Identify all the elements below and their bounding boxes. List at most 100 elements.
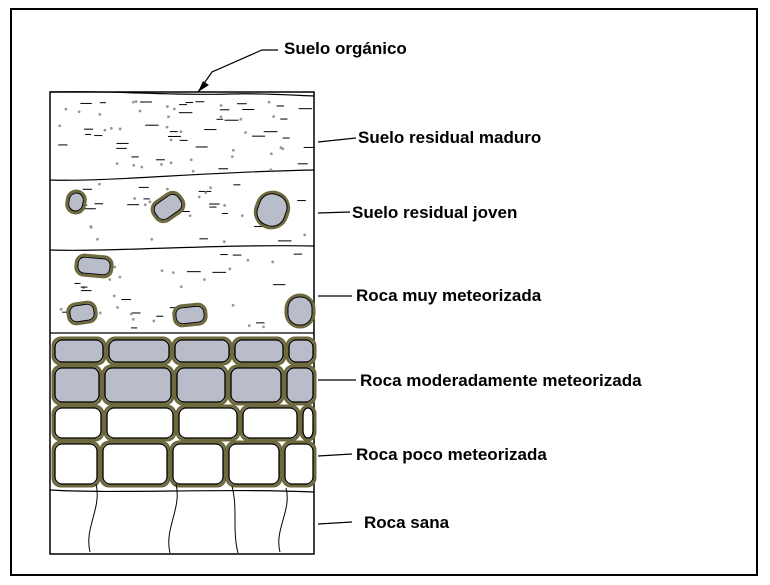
leader-suelo-residual-maduro (317, 137, 357, 143)
rock-crack (168, 483, 178, 554)
soil-speck (246, 258, 250, 262)
rock-block-rim (51, 336, 107, 366)
soil-speck (262, 325, 265, 329)
rock-block-rim (231, 336, 287, 366)
label-roca-muy-meteorizada: Roca muy meteorizada (356, 286, 542, 305)
rock-block (242, 407, 298, 439)
soil-speck (179, 285, 183, 289)
soil-speck (140, 165, 144, 169)
soil-speck (118, 127, 122, 131)
soil-speck (219, 104, 223, 107)
label-suelo-residual-maduro: Suelo residual maduro (358, 128, 542, 147)
stone-fragment (65, 189, 87, 215)
boundary-young-very-weathered (49, 245, 315, 251)
organic-soil-top-line (49, 90, 315, 97)
rock-crack (231, 485, 239, 554)
soil-speck (160, 269, 164, 273)
soil-speck (132, 163, 136, 167)
soil-speck (108, 278, 112, 281)
stone-fragment (150, 190, 186, 224)
soil-speck (169, 138, 173, 142)
leader-roca-sana (317, 521, 353, 525)
soil-speck (230, 155, 234, 159)
rock-block (54, 443, 98, 485)
label-suelo-residual-joven: Suelo residual joven (352, 203, 518, 222)
soil-speck (132, 100, 135, 104)
stone-fragment (172, 302, 208, 328)
soil-speck (167, 115, 170, 119)
rock-block (178, 407, 238, 439)
leader-suelo-residual-joven (317, 211, 351, 214)
rock-block-rim (51, 440, 101, 488)
leader-roca-poco-meteorizada (317, 453, 353, 457)
soil-speck (112, 294, 116, 298)
soil-speck (116, 306, 119, 309)
rock-block-rim (169, 440, 227, 488)
rock-block-rim (99, 440, 171, 488)
soil-speck (240, 214, 244, 218)
rock-blocks (51, 336, 317, 488)
soil-speck (165, 105, 169, 108)
label-roca-poco-meteorizada: Roca poco meteorizada (356, 445, 547, 464)
soil-speck (131, 317, 135, 321)
soil-speck (231, 148, 235, 152)
stone-fragment (253, 190, 291, 230)
soil-speck (129, 312, 133, 316)
rock-block-rim (103, 404, 177, 442)
rock-block (102, 443, 168, 485)
soil-speck (202, 278, 206, 281)
rock-block (172, 443, 224, 485)
rock-block (54, 367, 100, 403)
soil-speck (191, 169, 195, 173)
rock-block (54, 339, 104, 363)
leader-suelo-organico (197, 49, 278, 93)
soil-speck (179, 130, 183, 133)
rock-cracks (88, 483, 288, 554)
soil-speck (58, 124, 62, 128)
soil-speck (239, 117, 243, 121)
soil-speck (115, 162, 119, 166)
rock-block-rim (173, 364, 229, 406)
soil-speck (77, 110, 81, 114)
rock-block (234, 339, 284, 363)
soil-speck (160, 162, 163, 166)
soil-speck (223, 204, 227, 207)
rock-block (284, 443, 314, 485)
rock-block (288, 339, 314, 363)
soil-speck (244, 131, 247, 134)
soil-speck (269, 152, 273, 156)
soil-speck (231, 303, 235, 307)
rock-crack (278, 487, 288, 553)
rock-block (106, 407, 174, 439)
rock-block-rim (51, 404, 105, 442)
soil-speck (204, 191, 208, 195)
soil-speck (269, 168, 273, 172)
stone-fragment (66, 300, 98, 326)
rock-block (108, 339, 170, 363)
rock-block-rim (175, 404, 241, 442)
soil-speck (247, 324, 251, 328)
boundary-mature-young (49, 169, 315, 181)
rock-block (54, 407, 102, 439)
soil-speck (197, 195, 201, 199)
rock-block (176, 367, 226, 403)
soil-speck (133, 197, 137, 200)
rock-block (174, 339, 230, 363)
soil-speck (152, 319, 156, 323)
boundary-slightly-sound (49, 489, 315, 493)
soil-speck (138, 109, 142, 113)
rock-block (104, 367, 172, 403)
soil-speck (209, 186, 213, 190)
soil-speck (98, 113, 102, 116)
rock-block-rim (239, 404, 301, 442)
column-outline (49, 91, 315, 555)
rock-block-rim (171, 336, 233, 366)
rock-crack (88, 483, 98, 553)
soil-speck (64, 107, 68, 111)
soil-speck (113, 265, 117, 269)
soil-speck (188, 214, 192, 218)
rock-block (228, 443, 280, 485)
arrowhead-suelo-organico (198, 81, 209, 92)
label-suelo-organico: Suelo orgánico (284, 39, 407, 58)
